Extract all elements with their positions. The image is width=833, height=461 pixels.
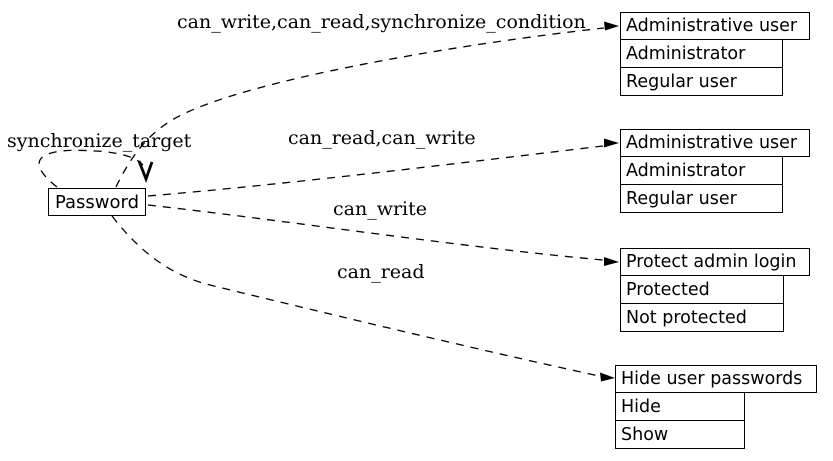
edge-can-read: [111, 215, 600, 377]
enum-table-header: Protect admin login: [620, 248, 810, 276]
enum-table-row: Regular user: [620, 68, 783, 96]
arrowhead-icon: [604, 21, 619, 31]
enum-table-header: Hide user passwords: [615, 365, 817, 393]
enum-table-row: Not protected: [620, 304, 784, 332]
enum-table-protect-admin-login: Protect admin login Protected Not protec…: [620, 248, 810, 332]
edge-can-write-can-read-synchronize-condition: [115, 27, 605, 188]
edge-label-can-write: can_write: [333, 198, 428, 220]
self-loop-edge: [38, 149, 144, 188]
edge-label-can-write-can-read-synchronize-condition: can_write,can_read,synchronize_condition: [177, 11, 586, 33]
self-loop-arrowhead-icon: [137, 160, 154, 184]
edge-can-write: [147, 204, 604, 261]
password-node: Password: [48, 188, 146, 216]
enum-table-administrative-user-2: Administrative user Administrator Regula…: [620, 129, 810, 213]
enum-table-hide-user-passwords: Hide user passwords Hide Show: [615, 365, 817, 449]
enum-table-header: Administrative user: [620, 129, 810, 157]
enum-table-row: Administrator: [620, 157, 783, 185]
enum-table-administrative-user-1: Administrative user Administrator Regula…: [620, 12, 810, 96]
password-node-label: Password: [54, 191, 140, 213]
edge-label-can-read-can-write: can_read,can_write: [288, 127, 476, 149]
enum-table-row: Show: [615, 421, 745, 449]
edge-label-can-read: can_read: [337, 261, 425, 283]
enum-table-row: Administrator: [620, 40, 783, 68]
arrowhead-icon: [604, 138, 619, 148]
enum-table-row: Regular user: [620, 185, 783, 213]
enum-table-header: Administrative user: [620, 12, 810, 40]
enum-table-row: Hide: [615, 393, 745, 421]
arrowhead-icon: [600, 372, 615, 382]
arrowhead-icon: [604, 257, 619, 266]
edge-label-synchronize-target: synchronize_target: [7, 130, 192, 152]
edge-can-read-can-write: [147, 145, 604, 197]
enum-table-row: Protected: [620, 276, 784, 304]
